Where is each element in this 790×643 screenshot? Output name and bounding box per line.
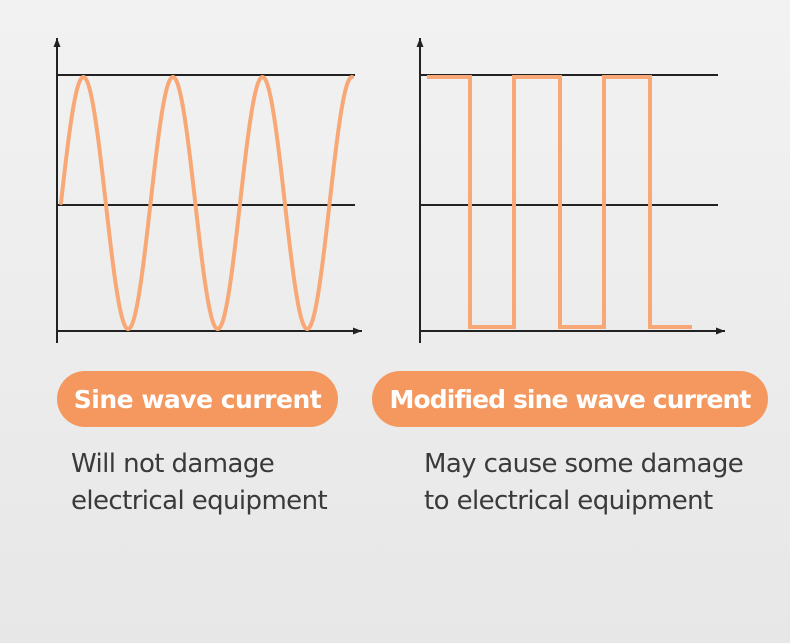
sine-wave-chart: [53, 38, 362, 343]
modified-description-line-2: to electrical equipment: [424, 486, 713, 516]
sine-wave-description: Will not damage electrical equipment: [71, 446, 328, 520]
modified-sine-wave-label-badge: Modified sine wave current: [372, 371, 768, 427]
modified-sine-wave-line: [427, 75, 692, 329]
sine-wave-line: [59, 75, 354, 331]
sine-description-line-1: Will not damage: [71, 449, 275, 479]
sine-wave-label-badge: Sine wave current: [57, 371, 338, 427]
sine-description-line-2: electrical equipment: [71, 486, 328, 516]
modified-sine-wave-description: May cause some damage to electrical equi…: [424, 446, 744, 520]
waveform-diagrams: [53, 38, 725, 343]
modified-sine-wave-chart: [416, 38, 725, 343]
modified-description-line-1: May cause some damage: [424, 449, 744, 479]
